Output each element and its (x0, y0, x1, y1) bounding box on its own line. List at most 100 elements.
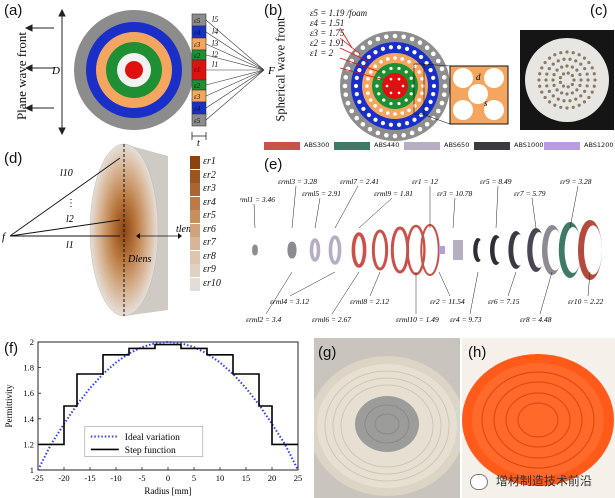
x-tick-label: -25 (32, 473, 43, 483)
d-l2: l2 (66, 214, 74, 225)
b-eps1: ε1 = 2 (310, 48, 334, 58)
d-legend-label: εr5 (203, 210, 216, 221)
e-ring (287, 241, 297, 259)
y-tick-label: 1.8 (23, 363, 34, 373)
x-tick-label: 25 (294, 473, 303, 483)
d-l10: l10 (60, 168, 73, 179)
panel-b-perforated-lens: d s (339, 27, 509, 141)
e-material-item: ABS650 (404, 141, 472, 150)
a-eps-4: ε2 (194, 52, 201, 60)
e-material-swatch (334, 142, 370, 150)
e-top-label: εr7 = 5.79 (514, 189, 546, 198)
series-step-function (38, 343, 298, 446)
series-ideal-variation (37, 340, 299, 471)
d-legend-item: εr9 (190, 264, 250, 277)
panel-f-label: (f) (4, 340, 19, 357)
e-top-label: εrml5 = 2.91 (302, 189, 341, 198)
e-material-swatch (264, 142, 300, 150)
e-small-cylinder (453, 240, 463, 260)
e-material-item: ABS1200 (544, 141, 614, 150)
e-top-label: εrml9 = 1.81 (374, 189, 413, 198)
watermark-text: 增材制造技术前沿 (495, 474, 592, 488)
photo-h: (h) (462, 338, 615, 498)
d-focal-f: f (2, 231, 7, 243)
a-l2: l2 (212, 50, 218, 59)
photo-c (520, 30, 614, 130)
d-legend-label: εr3 (203, 183, 216, 194)
e-bottom-leader (369, 271, 381, 297)
e-bottom-leader (265, 271, 293, 315)
x-tick-label: -20 (58, 473, 69, 483)
e-top-label: εr5 = 8.49 (480, 177, 512, 186)
e-bottom-label: εrml8 = 2.12 (350, 297, 389, 306)
dimension-D: D (51, 65, 60, 77)
printed-lens-white-photo (314, 356, 460, 496)
b-eps-list: ε5 = 1.19 /foam ε4 = 1.51 ε3 = 1.75 ε2 =… (310, 8, 367, 58)
e-top-leader (452, 197, 456, 229)
e-bottom-label: εr4 = 9.73 (450, 315, 482, 324)
e-top-leader (314, 197, 321, 229)
e-material-item: ABS440 (334, 141, 402, 150)
e-material-name: ABS1200 (584, 141, 614, 149)
legend-label: Ideal variation (125, 433, 180, 443)
d-legend-item: εr8 (190, 250, 250, 264)
d-legend-swatch (190, 183, 200, 196)
a-l1: l1 (212, 60, 218, 69)
e-bottom-label: εr10 = 2.22 (568, 297, 604, 306)
e-bottom-label: εrml10 = 1.49 (396, 315, 439, 324)
b-eps4: ε4 = 1.51 (310, 18, 345, 28)
e-top-label: εr3 = 10.78 (437, 189, 473, 198)
panel-h-label: (h) (468, 344, 487, 361)
thickness-t: t (197, 138, 200, 146)
printed-lens-orange-photo (462, 354, 614, 486)
d-legend-item: εr2 (190, 169, 250, 183)
x-axis-label: Radius [mm] (144, 486, 191, 496)
e-thick-ring-hole (532, 231, 546, 269)
legend-label: Step function (125, 445, 176, 456)
e-bottom-leader (587, 271, 591, 297)
e-bottom-leader (539, 271, 553, 315)
d-legend-item: εr3 (190, 183, 250, 196)
e-material-swatch (544, 142, 580, 150)
a-l4: l4 (212, 27, 218, 36)
y-axis-label: Permittivity (4, 384, 14, 428)
chart-legend (84, 426, 204, 457)
e-material-name: ABS650 (444, 141, 470, 149)
e-thick-ring-hole (564, 227, 582, 273)
d-legend-label: εr8 (203, 250, 216, 262)
panel-e-label: (e) (264, 156, 283, 173)
e-top-leader (291, 185, 297, 229)
panel-a-lens-diagram: D ε5 ε4 ε3 ε2 ε1 ε2 ε3 ε4 ε5 l5 l4 (24, 8, 275, 146)
e-material-name: ABS300 (304, 141, 330, 149)
a-eps-9: ε5 (194, 117, 201, 125)
e-thick-ring-hole (494, 237, 504, 263)
e-bottom-leader (469, 271, 479, 315)
d-legend-item: εr4 (190, 196, 250, 210)
a-eps-3: ε3 (194, 41, 201, 49)
e-ring (371, 229, 389, 271)
e-material-name: ABS440 (374, 141, 400, 149)
e-ring (252, 244, 258, 256)
e-ring (328, 235, 342, 265)
e-bottom-label: εrml6 = 2.67 (312, 315, 351, 324)
e-bottom-label: εr8 = 4.48 (520, 315, 552, 324)
a-eps-6: ε2 (194, 82, 201, 90)
d-legend-label: εr1 (203, 156, 216, 167)
d-legend-swatch (190, 210, 200, 223)
wechat-icon (470, 473, 488, 490)
y-tick-label: 1.4 (23, 414, 34, 424)
a-eps-8: ε4 (194, 105, 201, 113)
e-top-label: εrml7 = 2.41 (340, 177, 379, 186)
d-legend-swatch (190, 237, 200, 250)
e-thick-ring-hole (477, 240, 485, 260)
b-eps3: ε3 = 1.75 (310, 28, 345, 38)
focal-point-F: F (267, 65, 275, 77)
x-tick-label: 20 (268, 473, 277, 483)
e-top-leader (334, 185, 359, 229)
a-eps-5: ε1 (194, 66, 200, 74)
watermark: 增材制造技术前沿 (470, 472, 592, 490)
panel-a-label: (a) (4, 2, 23, 19)
x-tick-label: 0 (166, 473, 170, 483)
e-bottom-label: εrml4 = 3.12 (270, 297, 309, 306)
